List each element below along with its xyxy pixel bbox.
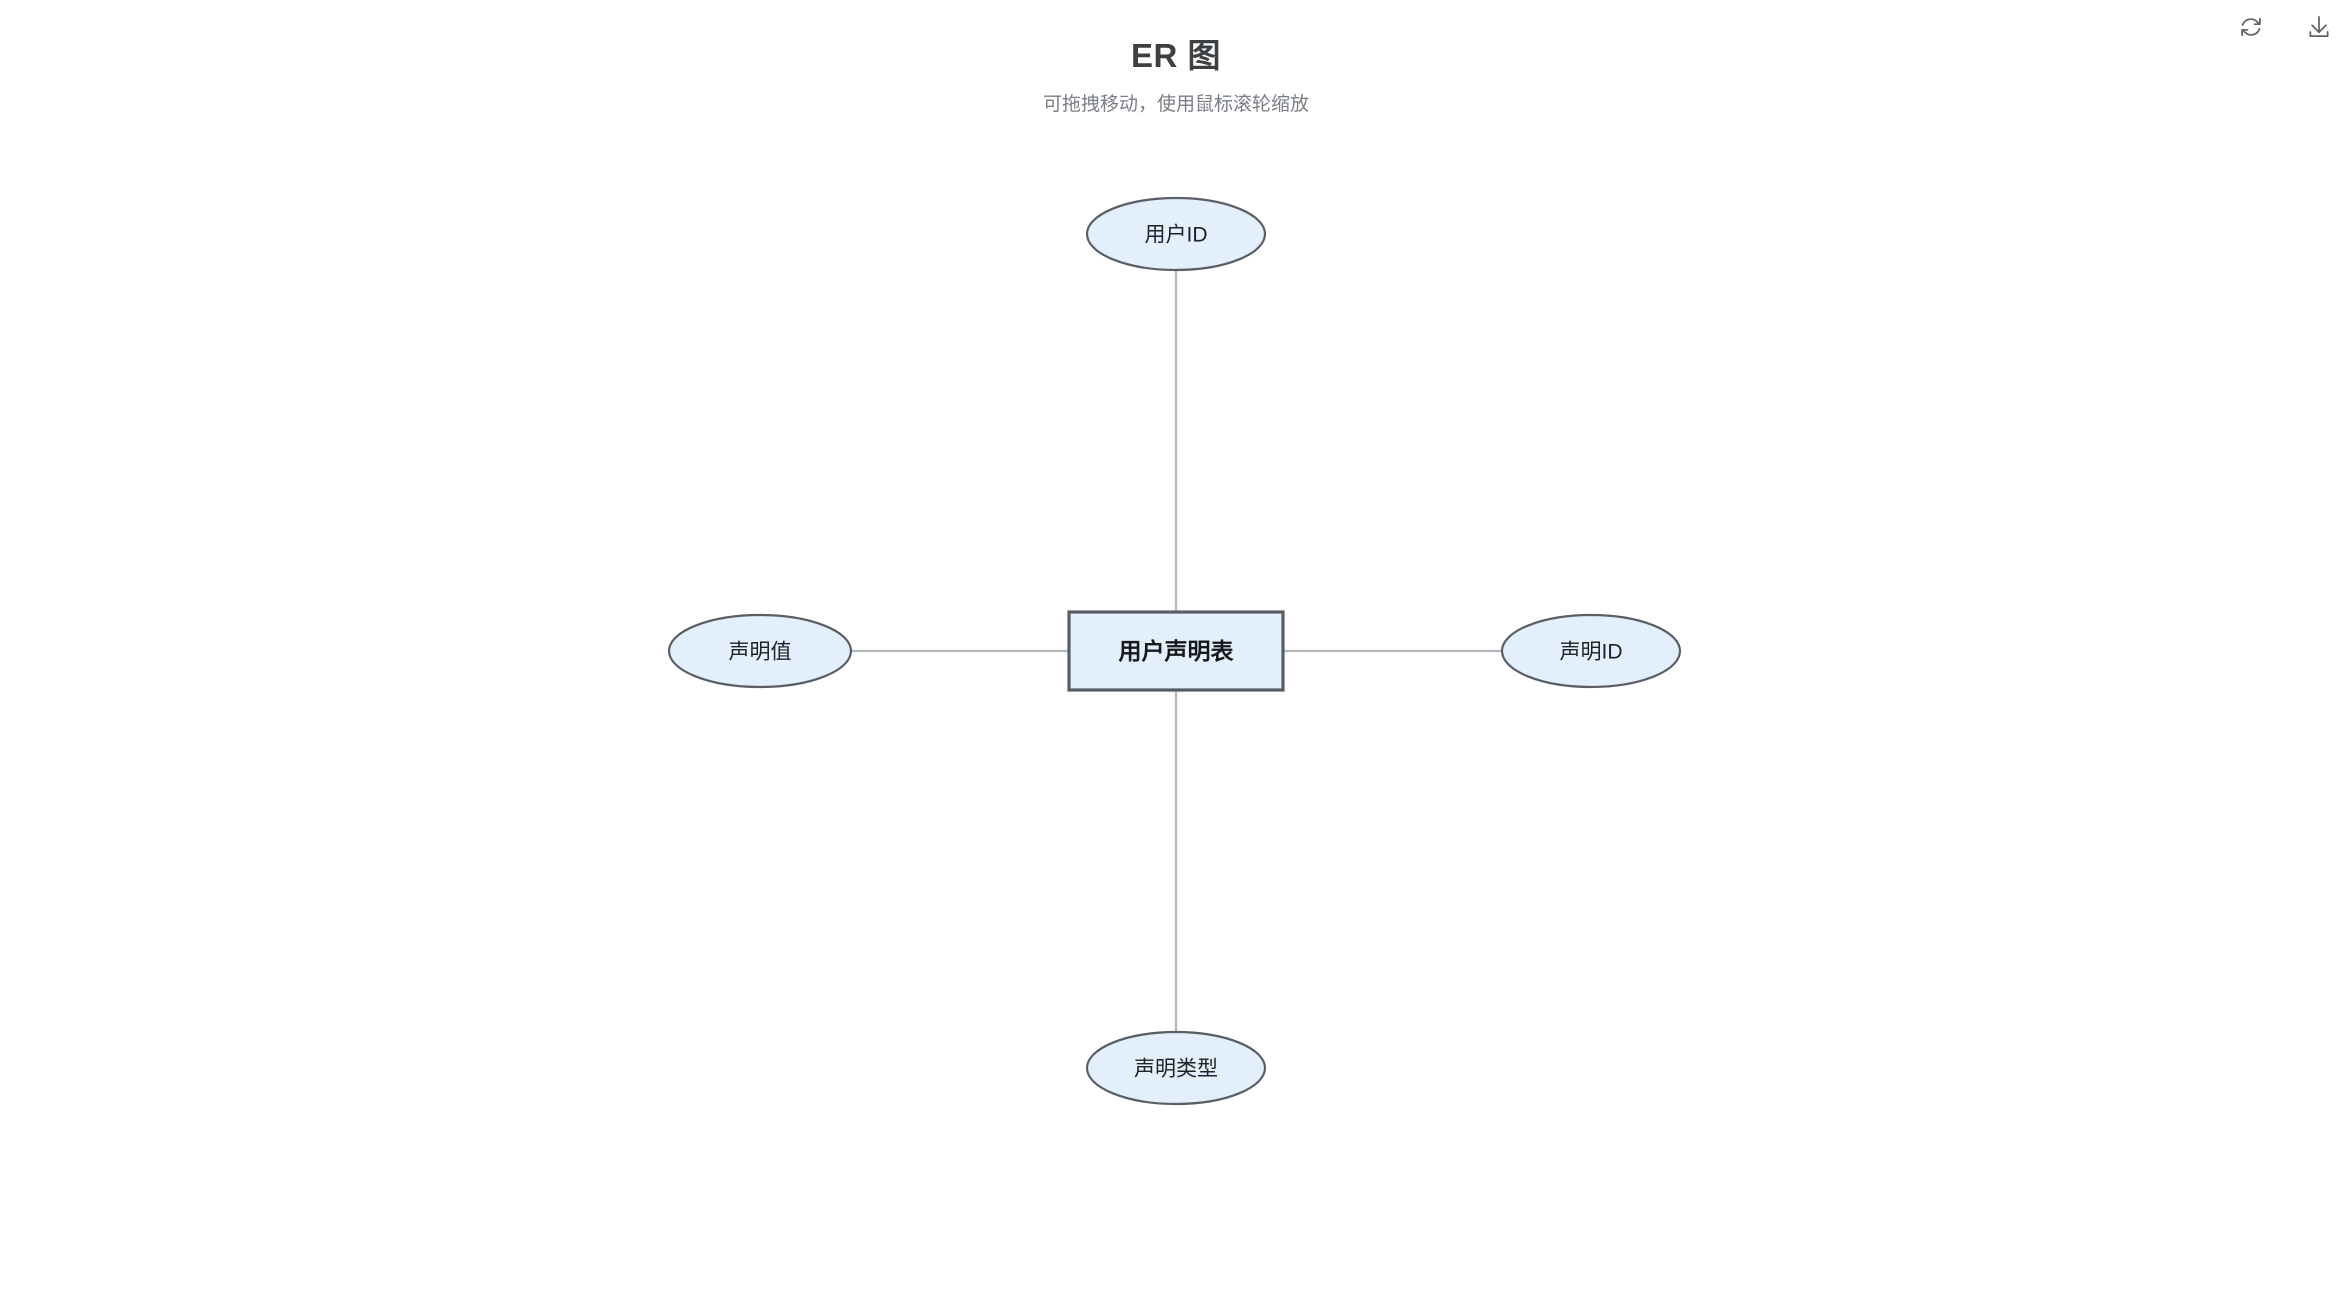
attribute-node-userid[interactable]: 用户ID	[1085, 196, 1267, 272]
entity-label: 用户声明表	[1119, 638, 1235, 664]
download-icon	[2306, 14, 2332, 40]
attribute-label-claimvalue: 声明值	[729, 641, 792, 664]
attribute-ellipse[interactable]	[1085, 196, 1267, 272]
attribute-node-claimtype[interactable]: 声明类型	[1085, 1030, 1267, 1106]
attribute-ellipse[interactable]	[1085, 1030, 1267, 1106]
diagram-toolbar	[2232, 8, 2338, 46]
edge-group	[851, 270, 1502, 1032]
attribute-node-claimid[interactable]: 声明ID	[1500, 613, 1682, 689]
attribute-label-claimtype: 声明类型	[1134, 1058, 1218, 1081]
attribute-label-claimid: 声明ID	[1560, 641, 1623, 664]
attribute-ellipse[interactable]	[667, 613, 853, 689]
download-button[interactable]	[2300, 8, 2338, 46]
attribute-ellipse[interactable]	[1500, 613, 1682, 689]
entity-node-user-claim-table[interactable]: 用户声明表	[1067, 610, 1285, 692]
entity-rect[interactable]	[1067, 610, 1285, 692]
reset-view-button[interactable]	[2232, 8, 2270, 46]
attribute-label-userid: 用户ID	[1145, 224, 1208, 247]
refresh-icon	[2238, 14, 2264, 40]
attribute-node-claimvalue[interactable]: 声明值	[667, 613, 853, 689]
